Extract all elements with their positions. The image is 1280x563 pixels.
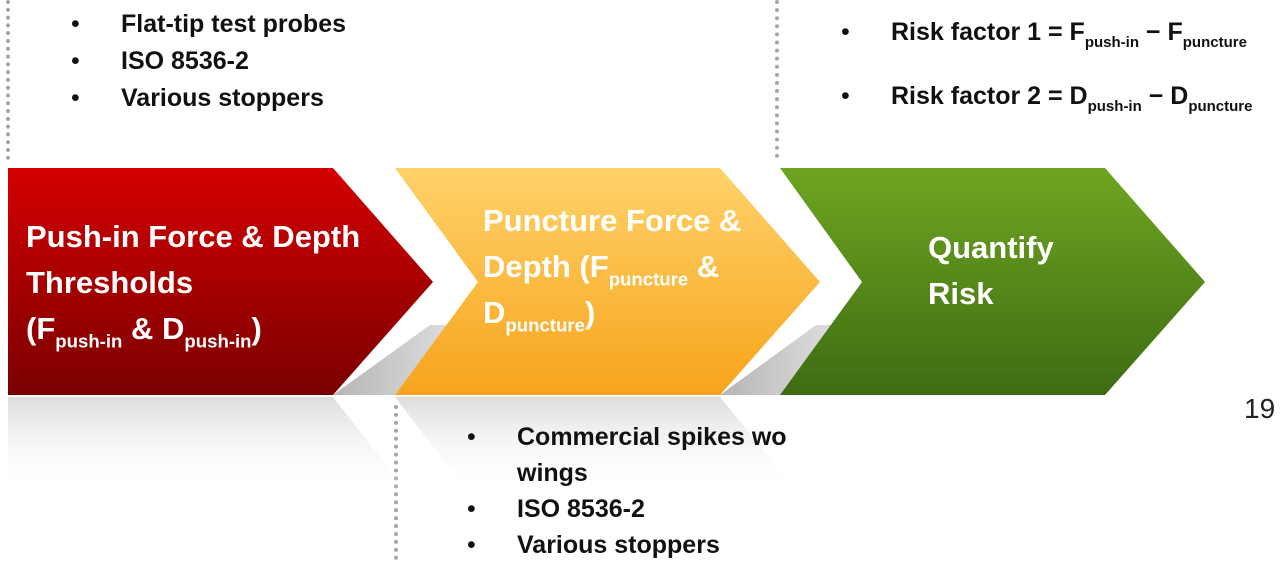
list-item: Various stoppers (467, 527, 787, 563)
step3-chevron (780, 168, 1205, 395)
step2-symbols-line: Depth (Fpuncture & (483, 249, 720, 290)
step1-reflection (8, 397, 410, 495)
list-item: ISO 8536-2 (71, 43, 346, 80)
risk-factor-2: Risk factor 2 = Dpush-in − Dpuncture (841, 78, 1252, 114)
step3-label: Quantify Risk (928, 230, 1054, 311)
risk-factor-list: Risk factor 1 = Fpush-in − Fpuncture Ris… (841, 14, 1252, 114)
divider-top-middle (775, 0, 779, 158)
step2-depth-line: Dpuncture) (483, 295, 596, 336)
probe-list: Flat-tip test probes ISO 8536-2 Various … (71, 6, 346, 117)
list-item: Various stoppers (71, 80, 346, 117)
list-item: Flat-tip test probes (71, 6, 346, 43)
list-item: ISO 8536-2 (467, 491, 787, 527)
step1-chevron (8, 168, 433, 395)
step1-symbols: (Fpush-in & Dpush-in) (26, 311, 262, 352)
divider-top-left (6, 0, 10, 160)
step1-label: Push-in Force & Depth Thresholds (Fpush-… (26, 219, 361, 352)
risk-factor-1: Risk factor 1 = Fpush-in − Fpuncture (841, 14, 1252, 50)
step2-label: Puncture Force & Depth (Fpuncture & Dpun… (483, 203, 742, 336)
step2-chevron (395, 168, 820, 395)
page-number: 19 (1244, 393, 1276, 424)
